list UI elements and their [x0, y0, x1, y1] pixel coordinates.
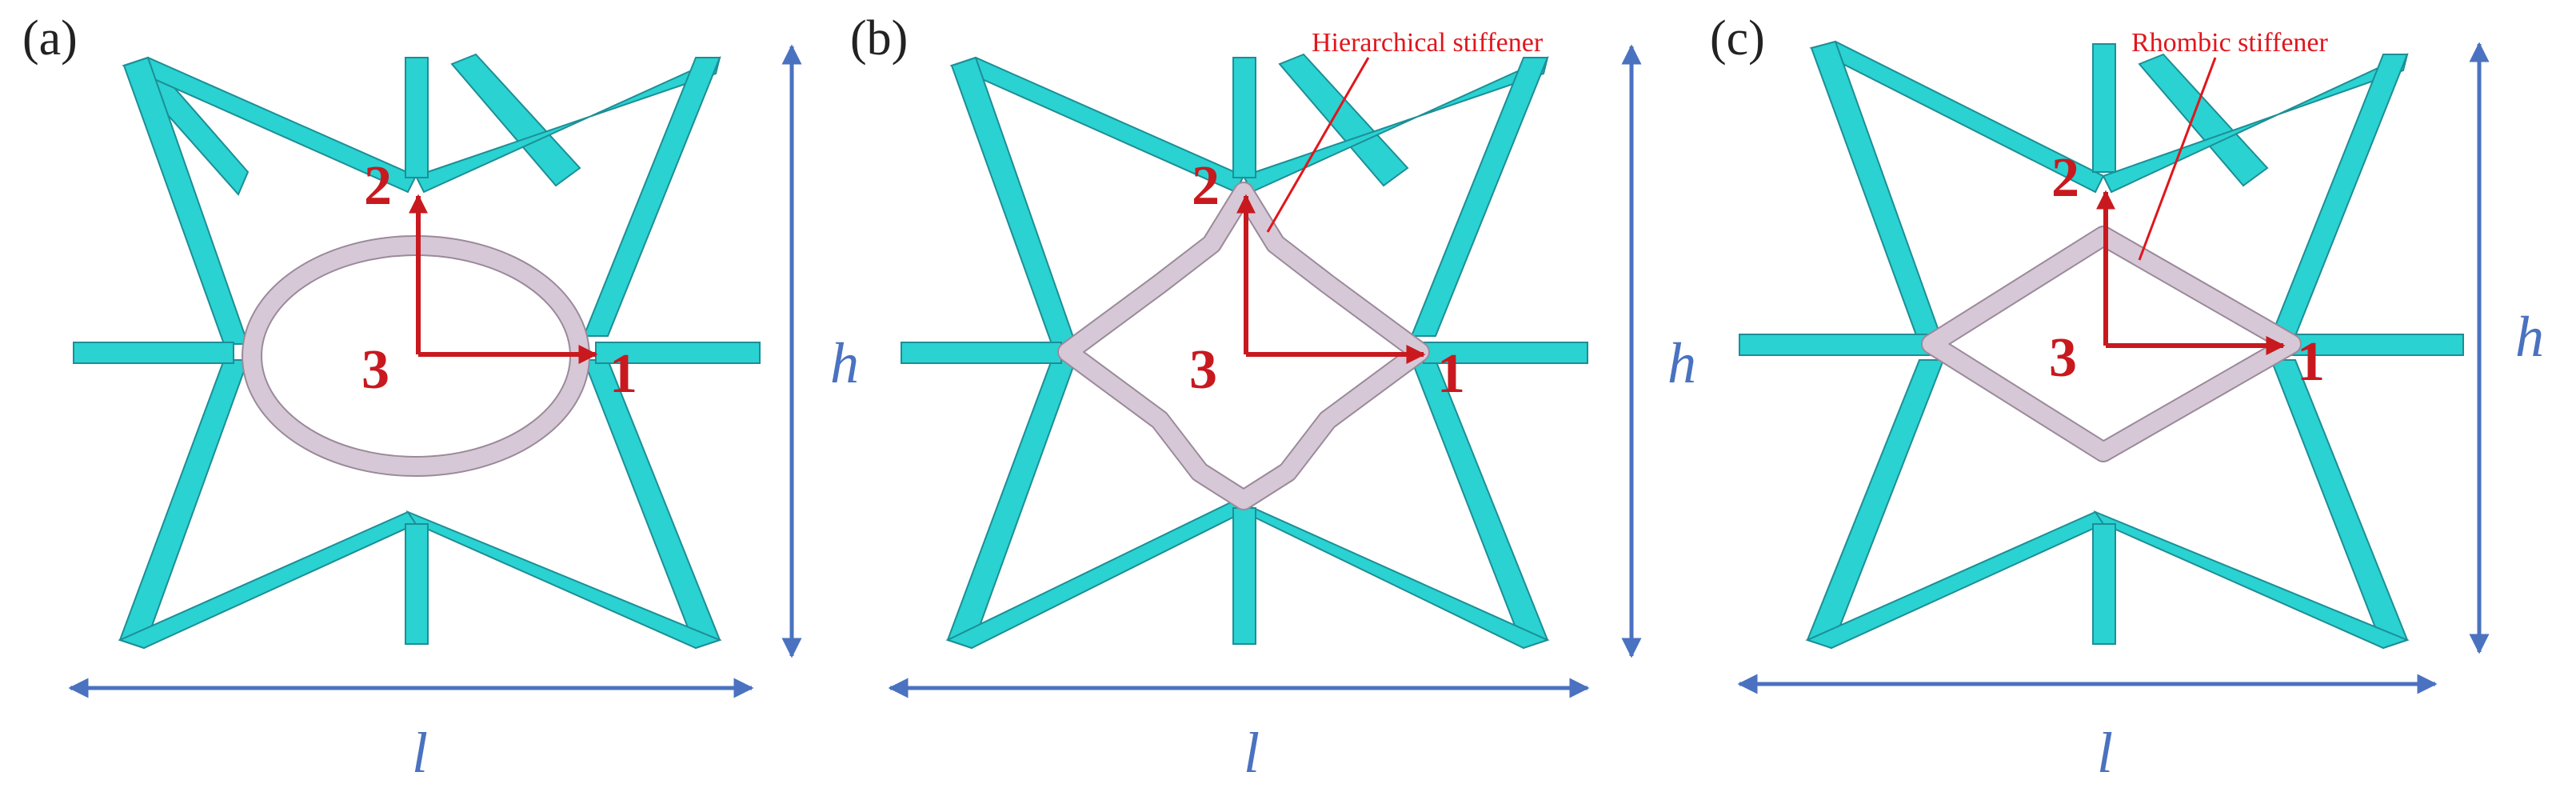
height-label: h: [1667, 331, 1696, 395]
axis-3-label: 3: [2049, 327, 2077, 389]
nub-top: [2092, 43, 2116, 173]
callout-leader: [1266, 57, 1370, 233]
nub-right: [595, 342, 761, 364]
axis-3-label: 3: [361, 339, 389, 401]
rhombic-stiffener: [1923, 227, 2300, 461]
callout-label: Hierarchical stiffener: [1312, 28, 1544, 58]
nub-bottom: [2092, 523, 2116, 645]
height-label: h: [2515, 305, 2544, 369]
axis-2-label: 2: [1192, 155, 1220, 217]
axis-1-label: 1: [2297, 331, 2325, 393]
height-label: h: [830, 331, 859, 395]
dimension-lines: l h: [1737, 42, 2544, 785]
coordinate-axes: 1 2 3: [361, 155, 637, 405]
nub-bottom: [405, 523, 429, 645]
star-frame: [73, 53, 761, 650]
nub-top: [405, 57, 429, 178]
width-label: l: [2097, 721, 2113, 785]
nub-right: [1423, 342, 1588, 364]
strut-right-lower: [1410, 359, 1549, 650]
nub-left: [901, 342, 1062, 364]
panel-label: (a): [22, 11, 78, 66]
star-frame: [1739, 40, 2464, 650]
callout-leader: [2138, 57, 2217, 261]
dimension-lines: l h: [68, 44, 859, 785]
strut-bottom-right-inner: [2093, 510, 2410, 650]
strut-right-upper: [2270, 54, 2409, 337]
panel-c: (c) 1 2 3 Rhombic stiffener: [1710, 11, 2544, 785]
nub-top: [1232, 57, 1256, 178]
nub-left: [1739, 334, 1936, 356]
star-frame: [901, 53, 1588, 650]
panel-label: (b): [850, 11, 908, 66]
axis-2-label: 2: [2051, 147, 2079, 209]
hierarchical-stiffener: [1059, 183, 1428, 509]
panel-a: (a) 1 2 3 l: [22, 11, 859, 785]
coordinate-axes: 1 2 3: [1189, 155, 1465, 405]
axis-1-label: 1: [609, 343, 637, 405]
strut-right-upper: [1410, 57, 1549, 337]
nub-bottom: [1232, 507, 1256, 645]
coordinate-axes: 1 2 3: [2049, 147, 2325, 393]
width-label: l: [1244, 721, 1260, 785]
axis-1-label: 1: [1437, 343, 1465, 405]
nub-left: [73, 342, 234, 364]
strut-right-upper: [582, 57, 721, 337]
nub-right: [2278, 334, 2464, 356]
stiffener-callout: Rhombic stiffener: [2131, 28, 2328, 261]
panel-label: (c): [1710, 11, 1765, 66]
axis-3-label: 3: [1189, 339, 1217, 401]
dimension-lines: l h: [888, 44, 1696, 785]
width-label: l: [412, 721, 428, 785]
stiffener-callout: Hierarchical stiffener: [1266, 28, 1544, 233]
callout-label: Rhombic stiffener: [2131, 28, 2328, 58]
strut-bottom-right-inner: [405, 510, 722, 650]
axis-2-label: 2: [364, 155, 392, 217]
panel-b: (b) 1 2 3 Hierarchical stiffe: [850, 11, 1696, 785]
